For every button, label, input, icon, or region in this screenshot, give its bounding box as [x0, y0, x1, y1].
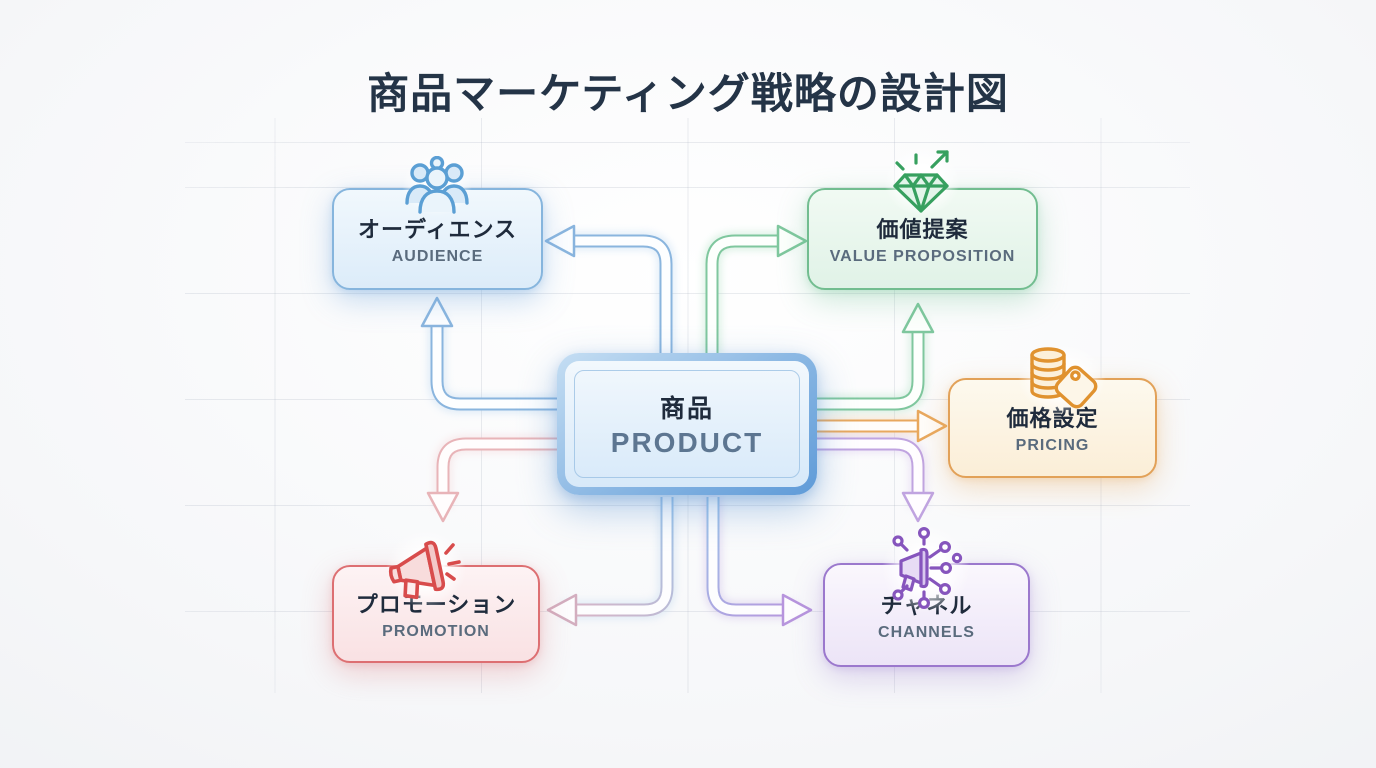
product-label-en: PRODUCT [610, 427, 764, 458]
arrow-product-to-channels-bottom [706, 497, 813, 627]
node-channels: チャネル CHANNELS [823, 563, 1030, 667]
arrow-product-to-channels-right [815, 437, 935, 523]
diamond-growth-icon [884, 146, 960, 216]
arrow-product-to-promotion-left [426, 437, 559, 523]
arrow-product-to-audience-top [544, 224, 673, 355]
page-title: 商品マーケティング戦略の設計図 [367, 70, 1009, 117]
megaphone-icon [386, 530, 466, 608]
arrow-product-to-valueprop-top [705, 224, 808, 355]
coins-price-tag-icon [1018, 344, 1106, 414]
audience-label-jp: オーディエンス [357, 217, 518, 242]
value-proposition-label-en: VALUE PROPOSITION [829, 248, 1016, 265]
channels-label-en: CHANNELS [878, 624, 975, 641]
node-product: 商品 PRODUCT [557, 353, 817, 495]
arrow-product-to-promotion-bottom [546, 497, 674, 627]
pricing-label-en: PRICING [1015, 437, 1090, 454]
promotion-label-en: PROMOTION [382, 623, 490, 640]
product-label-jp: 商品 [659, 395, 714, 423]
people-icon [402, 154, 472, 216]
broadcast-network-icon [882, 525, 970, 613]
arrow-product-to-pricing [815, 409, 948, 443]
arrow-product-to-audience-left [420, 296, 559, 411]
audience-label-en: AUDIENCE [391, 248, 484, 265]
value-proposition-label-jp: 価値提案 [876, 217, 969, 242]
arrow-product-to-valueprop-right [815, 302, 935, 411]
